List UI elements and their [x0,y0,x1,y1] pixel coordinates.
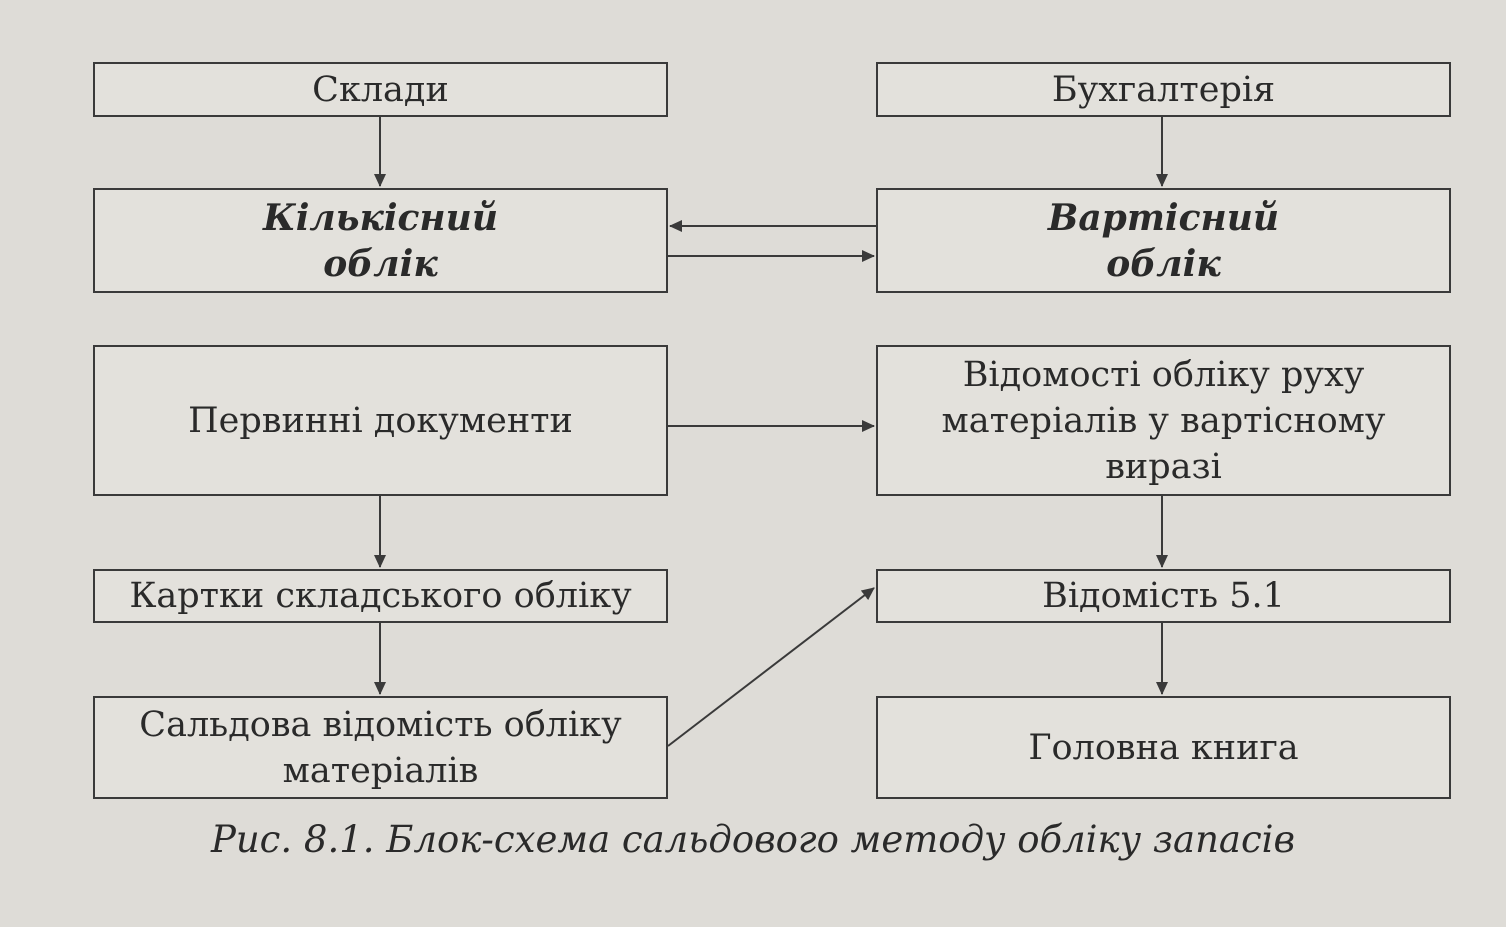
node-balance-statement: Сальдова відомість обліку матеріалів [93,696,668,799]
node-accounting: Бухгалтерія [876,62,1451,117]
node-general-ledger: Головна книга [876,696,1451,799]
node-stock-cards: Картки складського обліку [93,569,668,623]
node-warehouses: Склади [93,62,668,117]
node-value-accounting: Вартісний облік [876,188,1451,293]
node-statement-5-1: Відомість 5.1 [876,569,1451,623]
node-quantitative-accounting: Кількісний облік [93,188,668,293]
node-primary-documents: Первинні документи [93,345,668,496]
figure-caption: Рис. 8.1. Блок-схема сальдового методу о… [210,818,1296,861]
node-movement-statements: Відомості обліку руху матеріалів у варті… [876,345,1451,496]
arrow-balance-to-statement51 [667,587,875,747]
